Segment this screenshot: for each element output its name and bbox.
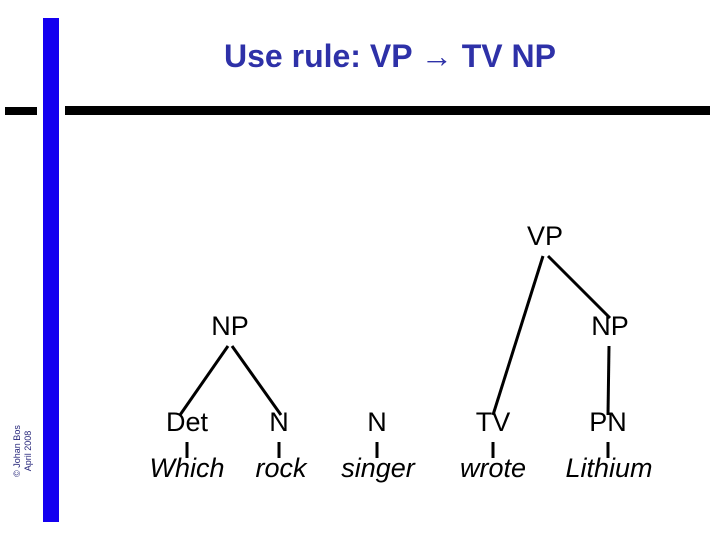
tree-word-wrote: wrote [459,453,527,483]
tree-node-det: Det [165,407,209,437]
tree-word-which: Which [149,453,225,483]
accent-bar [43,18,59,522]
rule-line [65,106,710,115]
tree-word-lithium: Lithium [565,453,653,483]
tree-node-np-right: NP [591,311,629,341]
tree-node-np-left: NP [211,311,249,341]
page-title: Use rule: VP → TV NP [224,38,556,74]
tree-node-n-singer: N [367,407,387,437]
tree-edge-np-left-det [178,345,230,416]
tree-edge-np-right-pn [606,345,611,416]
tree-node-tv: TV [475,407,511,437]
tree-node-pn: PN [589,407,627,437]
tree-node-n-rock: N [269,407,289,437]
rule-dash-left [5,107,37,115]
tree-edge-vp-np-right [546,254,612,320]
tree-word-rock: rock [255,453,307,483]
tree-edge-np-left-n-rock [230,345,283,416]
tree-edge-vp-tv [491,255,545,416]
tree-edge-group [178,254,612,458]
tree-node-vp: VP [526,221,564,251]
tree-word-singer: singer [341,453,415,483]
